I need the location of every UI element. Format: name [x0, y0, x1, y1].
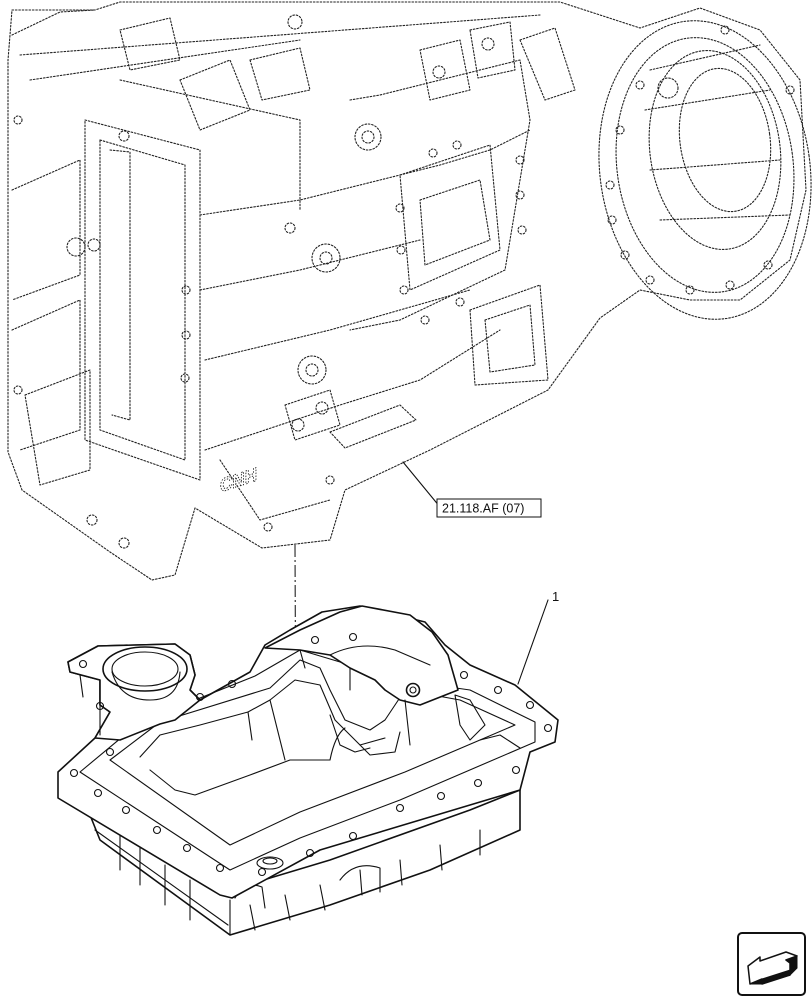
arrow-back-icon[interactable] [737, 932, 806, 996]
reference-label: 21.118.AF (07) [442, 502, 524, 516]
reference-callout[interactable]: 21.118.AF (07) [402, 461, 542, 518]
reference-leader-line [402, 461, 441, 508]
item-number: 1 [552, 589, 559, 604]
transmission-housing: CNH [7, 1, 812, 581]
item-leader-line [517, 599, 549, 685]
oil-sump[interactable] [57, 605, 559, 936]
reference-box [436, 498, 542, 518]
item-callout[interactable]: 1 [517, 589, 559, 685]
